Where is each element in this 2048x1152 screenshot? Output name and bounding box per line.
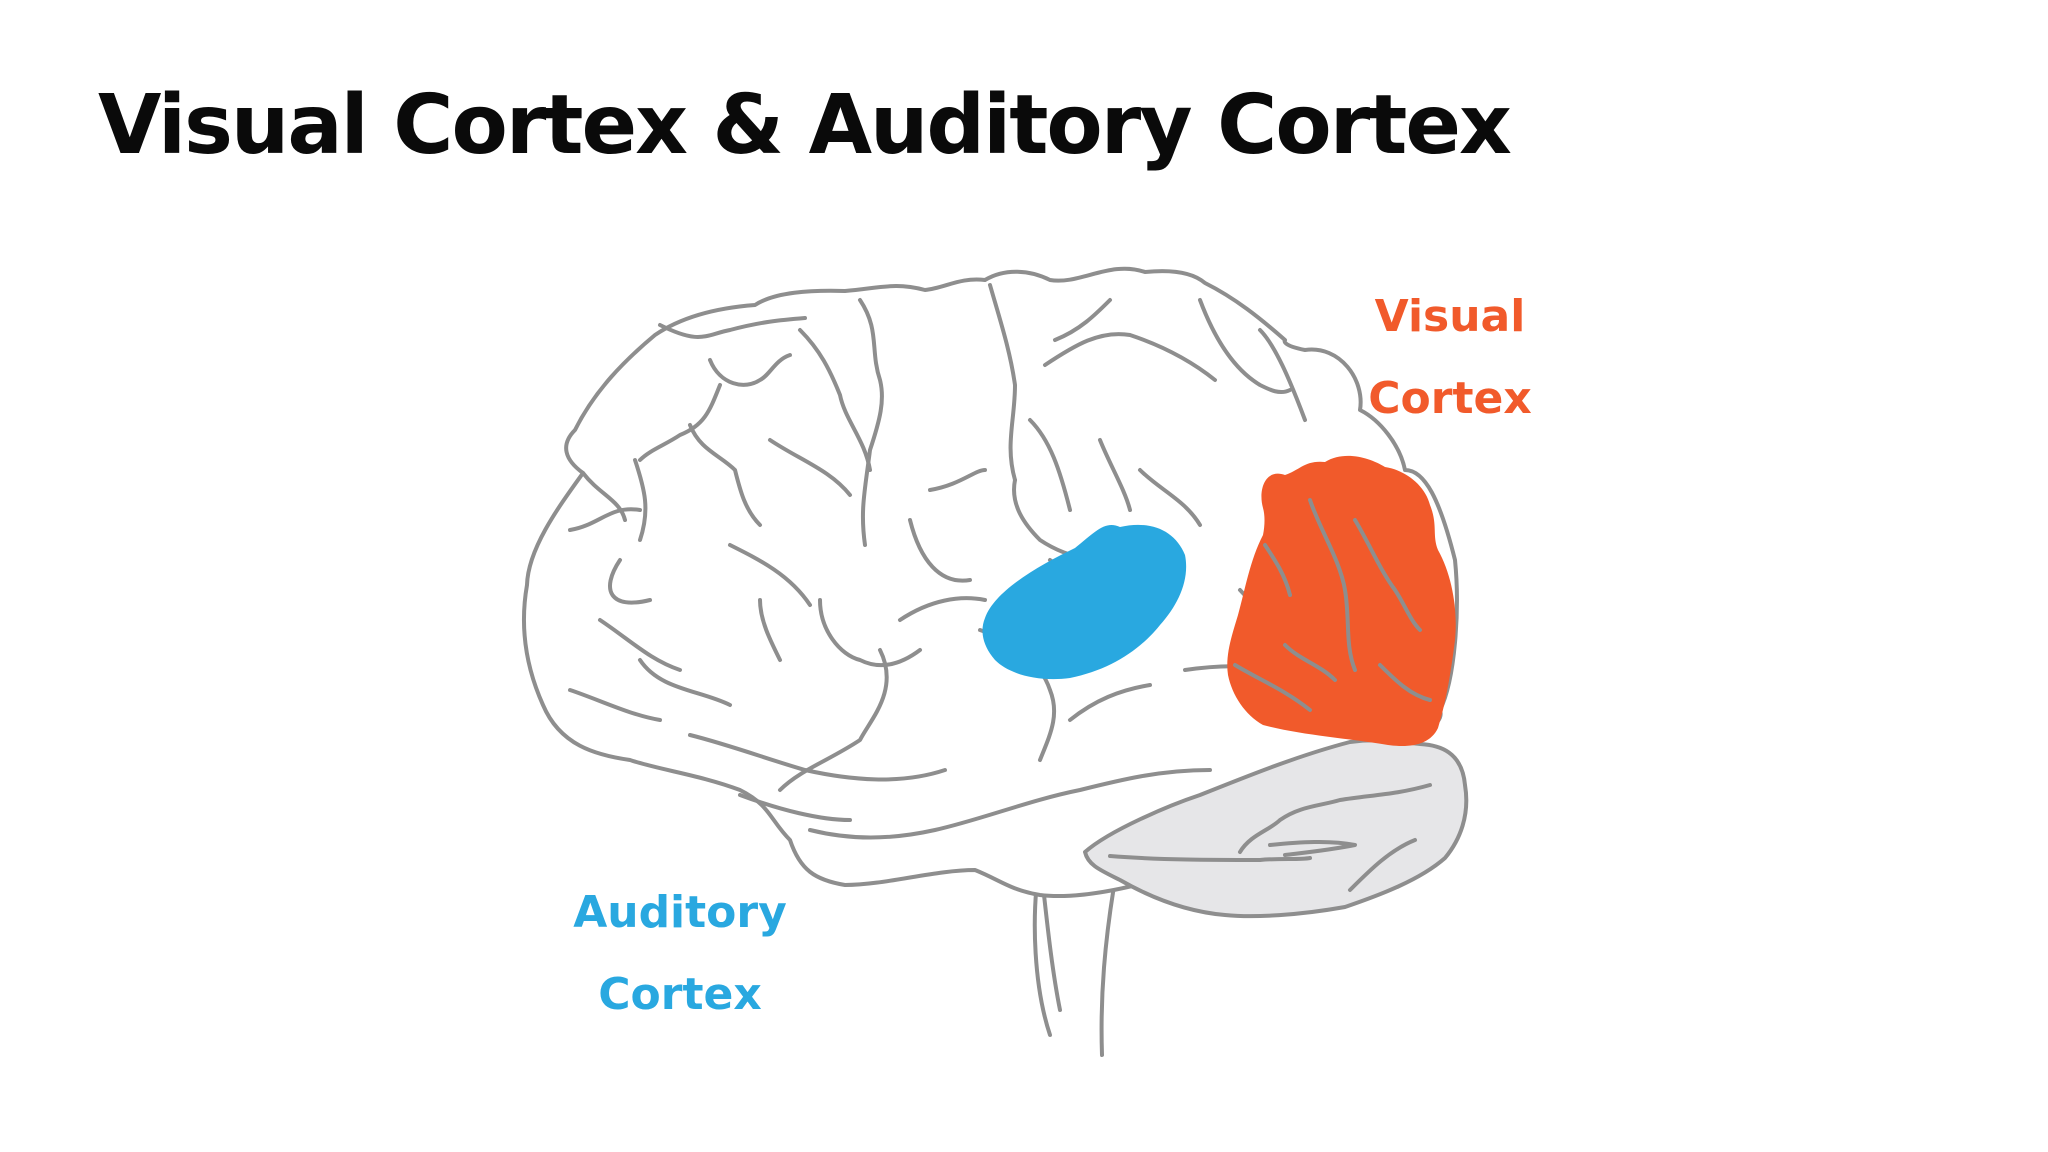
auditory-cortex-label-line2: Cortex (540, 954, 820, 1036)
visual-cortex-label-line1: Visual (1340, 276, 1560, 358)
visual-cortex-region (1227, 456, 1455, 746)
auditory-cortex-label-line1: Auditory (540, 872, 820, 954)
visual-cortex-label-line2: Cortex (1340, 358, 1560, 440)
visual-cortex-label: Visual Cortex (1340, 276, 1560, 440)
auditory-cortex-label: Auditory Cortex (540, 872, 820, 1036)
